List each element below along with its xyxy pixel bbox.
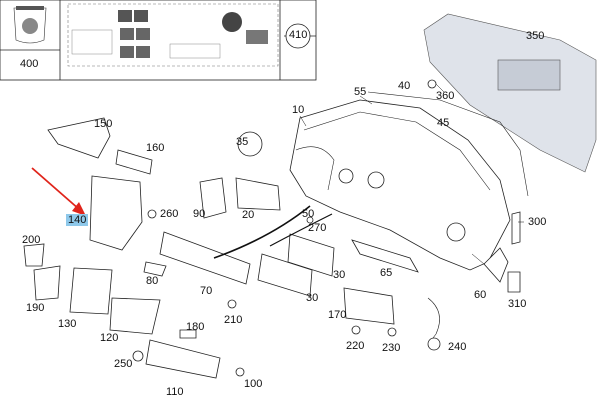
part-label-55: 55 <box>354 86 367 98</box>
part-label-20: 20 <box>242 209 255 221</box>
part-label-160: 160 <box>146 142 165 154</box>
part-190-boot <box>33 265 61 301</box>
part-30-tray-upper <box>287 233 335 277</box>
part-label-100: 100 <box>244 378 263 390</box>
part-130-console <box>69 267 113 315</box>
part-40-strip <box>367 91 529 197</box>
part-label-260: 260 <box>160 208 179 220</box>
part-100-screw <box>235 367 245 377</box>
part-label-250: 250 <box>114 358 133 370</box>
part-240-sensor <box>427 337 441 351</box>
assembly-arrow-2 <box>269 213 333 247</box>
part-label-65: 65 <box>380 267 393 279</box>
part-180-clip <box>179 329 197 339</box>
part-label-190: 190 <box>26 302 45 314</box>
part-210-screw <box>227 299 237 309</box>
part-label-60: 60 <box>474 289 487 301</box>
part-label-240: 240 <box>448 341 467 353</box>
part-120-frame <box>109 297 161 335</box>
part-150-cover <box>47 117 111 159</box>
part-label-140-highlighted: 140 <box>66 214 89 226</box>
part-140-bracket <box>89 175 143 251</box>
part-label-230: 230 <box>382 342 401 354</box>
part-200-knob <box>23 243 45 267</box>
part-70-lower-panel <box>159 231 251 285</box>
part-250-screw <box>132 350 144 362</box>
part-360-clip <box>427 79 437 89</box>
part-label-210: 210 <box>224 314 243 326</box>
part-label-150: 150 <box>94 118 113 130</box>
part-label-220: 220 <box>346 340 365 352</box>
part-label-10: 10 <box>292 104 305 116</box>
part-label-35: 35 <box>236 136 249 148</box>
part-label-300: 300 <box>528 216 547 228</box>
part-160-trim <box>115 149 153 175</box>
part-260-screw <box>147 209 157 219</box>
part-label-350: 350 <box>526 30 545 42</box>
part-label-30-b: 30 <box>306 292 319 304</box>
part-label-30-a: 30 <box>333 269 346 281</box>
part-270-screw <box>306 216 314 224</box>
part-label-45: 45 <box>437 117 450 129</box>
part-label-360: 360 <box>436 90 455 102</box>
part-300-trim <box>511 211 521 245</box>
part-label-120: 120 <box>100 332 119 344</box>
leader-lines <box>299 83 524 265</box>
inset-label-left: 400 <box>20 58 39 70</box>
part-label-80: 80 <box>146 275 159 287</box>
part-label-130: 130 <box>58 318 77 330</box>
part-label-270: 270 <box>308 222 327 234</box>
part-label-310: 310 <box>508 298 527 310</box>
part-label-200: 200 <box>22 234 41 246</box>
part-170-airbag <box>343 287 395 325</box>
part-230-screw <box>387 327 397 337</box>
part-label-170: 170 <box>328 309 347 321</box>
part-65-trim <box>351 239 419 273</box>
part-label-50: 50 <box>302 208 315 220</box>
part-label-180: 180 <box>186 321 205 333</box>
part-30-tray-lower <box>257 253 313 297</box>
part-label-70: 70 <box>200 285 213 297</box>
part-label-40: 40 <box>398 80 411 92</box>
part-10-dashboard <box>289 99 511 271</box>
part-label-110: 110 <box>166 386 184 398</box>
part-80-clip <box>143 261 167 277</box>
part-label-90: 90 <box>193 208 206 220</box>
label-inset <box>0 0 317 81</box>
part-350-rear-panel <box>423 13 597 173</box>
part-60-endcap <box>483 247 509 283</box>
inset-label-right: 410 <box>289 29 308 41</box>
assembly-arrow-1 <box>213 205 311 259</box>
part-90-bezel <box>199 177 227 219</box>
part-220-screw <box>351 325 361 335</box>
part-310-module <box>507 271 521 293</box>
part-240-sensor-cable <box>427 297 440 343</box>
callout-arrow-icon <box>31 167 86 216</box>
part-20-cluster <box>235 177 281 211</box>
part-35-cap <box>237 131 263 157</box>
part-110-trim <box>145 339 221 379</box>
